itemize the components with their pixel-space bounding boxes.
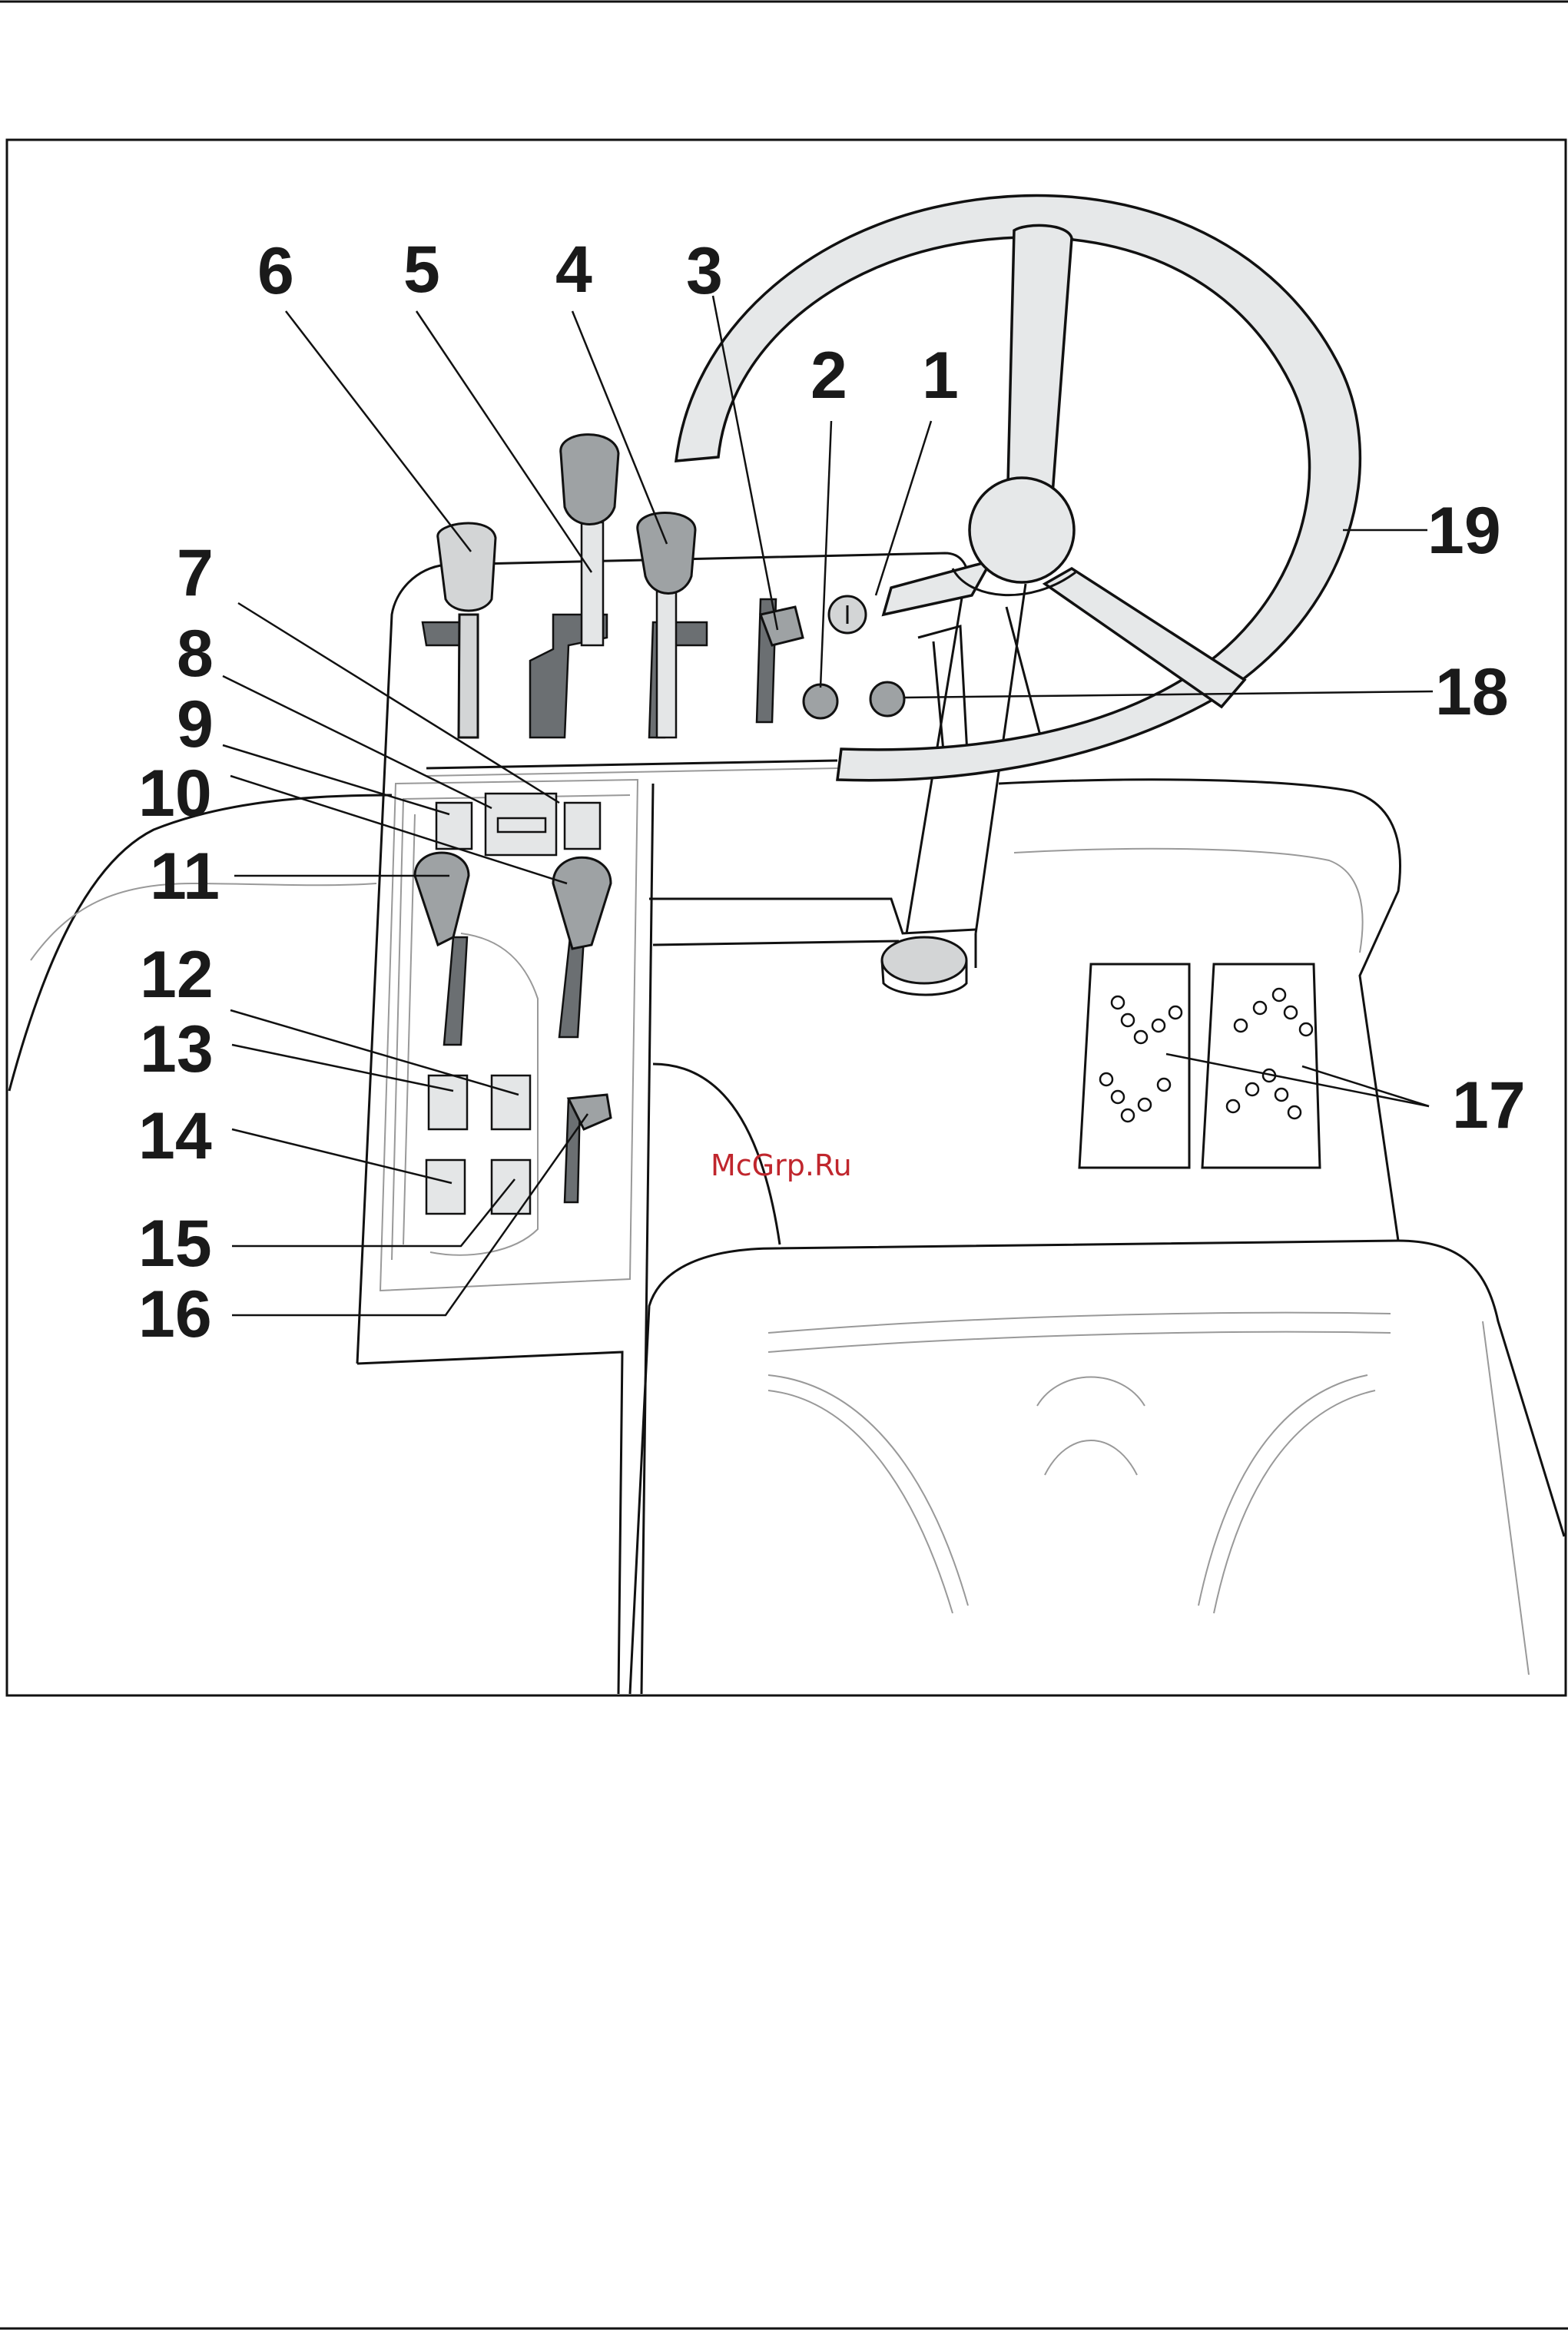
callout-5: 5	[403, 233, 440, 307]
callout-4: 4	[555, 233, 592, 307]
console-panel	[436, 794, 600, 855]
callout-15: 15	[138, 1207, 212, 1281]
callout-1: 1	[922, 339, 959, 413]
callout-18: 18	[1435, 655, 1509, 729]
switch-9[interactable]	[436, 803, 472, 849]
dash-button-18[interactable]	[870, 682, 904, 716]
callout-2: 2	[811, 339, 847, 413]
callout-10: 10	[138, 757, 212, 830]
switch-8[interactable]	[565, 803, 600, 849]
pedal-left[interactable]	[1079, 964, 1189, 1168]
callout-14: 14	[138, 1099, 212, 1173]
callout-17: 17	[1452, 1069, 1526, 1142]
callout-11: 11	[150, 840, 220, 913]
callout-8: 8	[177, 617, 214, 691]
callout-9: 9	[177, 688, 214, 761]
callout-6: 6	[257, 234, 294, 308]
callout-19: 19	[1427, 494, 1501, 568]
watermark: McGrp.Ru	[711, 1148, 852, 1182]
callout-16: 16	[138, 1278, 212, 1351]
switch-14[interactable]	[426, 1160, 465, 1214]
callout-12: 12	[140, 938, 214, 1012]
switch-12[interactable]	[492, 1076, 530, 1129]
callout-13: 13	[140, 1013, 214, 1086]
pedal-right[interactable]	[1202, 964, 1320, 1168]
switch-13[interactable]	[429, 1076, 467, 1129]
dash-button-2[interactable]	[804, 684, 837, 718]
switch-15[interactable]	[492, 1160, 530, 1214]
callout-7: 7	[177, 536, 214, 610]
callout-3: 3	[686, 234, 723, 308]
